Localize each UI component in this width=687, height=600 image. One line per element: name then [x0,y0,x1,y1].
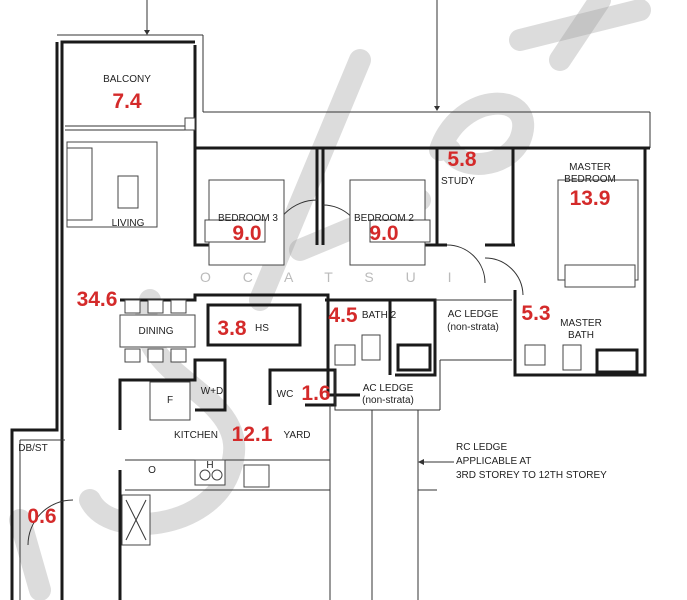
ac-ledge2-label-2: (non-strata) [362,395,414,406]
dbst-label: DB/ST [18,443,47,454]
wc-area: 1.6 [301,382,330,405]
bedroom2-area: 9.0 [369,222,398,245]
furniture [66,141,639,488]
living-label: LIVING [112,218,145,229]
balcony-label: BALCONY [103,74,151,85]
oven-label: O [148,465,156,476]
rc-ledge-line2: APPLICABLE AT [456,456,531,467]
study-label: STUDY [441,176,475,187]
wd-label: W+D [201,386,224,397]
section-arrows [144,0,440,111]
living-dining-area: 34.6 [77,288,118,311]
bath2-area: 4.5 [328,304,358,327]
master-bedroom-area: 13.9 [570,187,611,210]
master-bedroom-label-1: MASTER [569,162,611,173]
balcony-area: 7.4 [112,90,142,113]
master-bath-area: 5.3 [521,302,550,325]
rc-ledge-pointer [418,459,454,465]
kitchen-label: KITCHEN [174,430,218,441]
rc-ledge-line3: 3RD STOREY TO 12TH STOREY [456,470,607,481]
kitchen-area: 12.1 [232,423,273,446]
master-bedroom-label-2: BEDROOM [564,174,616,185]
ac-ledge1-label-2: (non-strata) [447,322,499,333]
hs-label: HS [255,323,269,334]
study-area: 5.8 [447,148,477,171]
fridge-label: F [167,395,173,406]
wc-label: WC [277,389,294,400]
bedroom3-label: BEDROOM 3 [218,213,278,224]
dbst-area: 0.6 [27,505,56,528]
ac-ledge1-label-1: AC LEDGE [448,309,499,320]
ac-ledge2-label-1: AC LEDGE [363,383,414,394]
bath2-label: BATH 2 [362,310,397,321]
dining-label: DINING [139,326,174,337]
master-bath-label-2: BATH [568,330,594,341]
yard-label: YARD [283,430,310,441]
master-bath-label-1: MASTER [560,318,602,329]
hob-label: H [206,460,213,471]
bedroom3-area: 9.0 [232,222,261,245]
bedroom2-label: BEDROOM 2 [354,213,414,224]
hs-area: 3.8 [217,317,247,340]
rc-ledge-line1: RC LEDGE [456,442,507,453]
watermark-faint-text: O C A T S U I [200,269,466,285]
